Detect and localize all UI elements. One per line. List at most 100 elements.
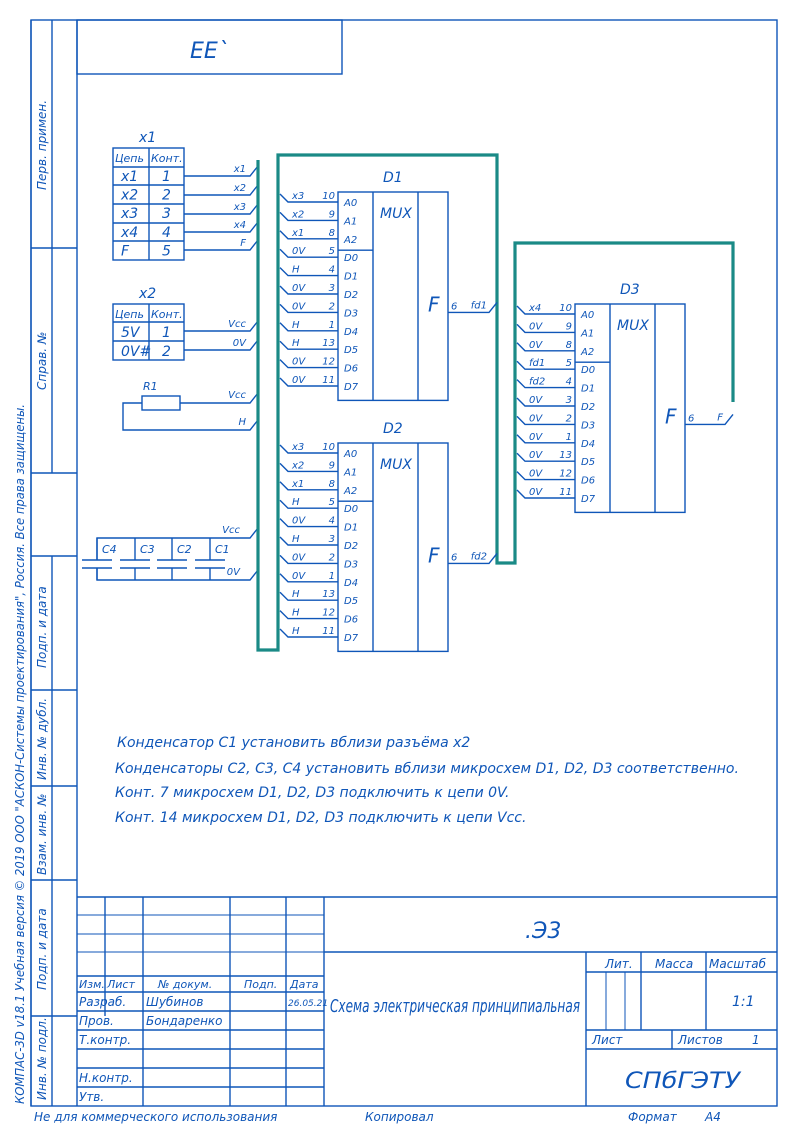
d1-input-wire [279, 267, 338, 277]
d2-output-wire [448, 552, 498, 565]
tb-role: Разраб. [79, 995, 126, 1009]
d2-pin-number: 4 [329, 516, 335, 527]
organization: СПбГЭТУ [625, 1069, 742, 1094]
d2-port-label: D4 [344, 578, 358, 589]
sheets-label: Листов [677, 1033, 723, 1047]
d3-input-wire [516, 342, 575, 352]
footer-left: Не для коммерческого использования [34, 1110, 277, 1124]
d3-output-wire [685, 413, 734, 426]
d1-port-label: D3 [344, 308, 358, 319]
d2-net-label: x1 [291, 479, 304, 490]
d3-pin-number: 4 [566, 377, 572, 388]
d2-input-wire [279, 591, 338, 601]
d1-port-label: D7 [344, 382, 359, 393]
side-copyright: КОМПАС-3D v18.1 Учебная версия © 2019 ОО… [13, 404, 27, 1104]
d1-net-label: x1 [291, 228, 304, 239]
d1-port-label: A0 [343, 198, 357, 209]
d3-out-net: F [717, 412, 723, 423]
d1-port-label: D2 [344, 290, 358, 301]
d1-input-wire [279, 285, 338, 295]
x1-row-pin: 1 [162, 169, 171, 185]
d1-port-label: A2 [343, 235, 357, 246]
d2-port-label: A2 [343, 486, 357, 497]
d2-pin-number: 13 [322, 589, 335, 600]
d1-pin-number: 9 [329, 209, 335, 220]
side-label-perv: Перв. примен. [35, 100, 49, 190]
d2-out-label: F [428, 544, 440, 568]
d1-input-wire [279, 193, 338, 203]
d1-net-label: H [292, 265, 300, 276]
side-labels: Перв. примен. Справ. № Подп. и дата Инв.… [13, 100, 49, 1104]
d1-name: D1 [383, 170, 403, 186]
d2-input-wire [279, 499, 338, 509]
d1-port-label: D1 [344, 272, 358, 283]
d3-pin-number: 12 [559, 469, 572, 480]
d2-port-label: D3 [344, 559, 358, 570]
d1-port-label: D0 [344, 253, 358, 264]
d2-port-label: A1 [343, 467, 357, 478]
d1-out-pin: 6 [451, 301, 457, 312]
d1-pin-number: 10 [322, 191, 335, 202]
d1-input-wire [279, 230, 338, 240]
d2-pin-number: 8 [329, 479, 335, 490]
d2-port-label: D6 [344, 615, 358, 626]
tb-date: 26.05.21 [288, 999, 328, 1009]
d2-input-wire [279, 518, 338, 528]
x1-title: x1 [138, 130, 156, 146]
r1-wire-label: H [238, 417, 246, 428]
x2-row-net: 5V [121, 325, 141, 341]
d2-out-net: fd2 [471, 551, 487, 562]
d1-pin-number: 5 [329, 246, 335, 257]
d3-input-wire [516, 379, 575, 389]
d1-output-wire [448, 301, 498, 314]
d3-pin-number: 9 [566, 321, 572, 332]
d2-net-label: H [292, 497, 300, 508]
d3-input-wire [516, 471, 575, 481]
d1-pin-number: 1 [329, 320, 335, 331]
x1-row-net: x2 [120, 188, 138, 204]
d2-out-pin: 6 [451, 552, 457, 563]
d1-port-label: D4 [344, 327, 358, 338]
x1-row-pin: 2 [162, 188, 171, 204]
d3-port-label: A1 [580, 328, 594, 339]
d2-net-label: H [292, 608, 300, 619]
d1-input-wire [279, 322, 338, 332]
d3-pin-number: 5 [566, 358, 572, 369]
tb-role: Т.контр. [79, 1033, 131, 1047]
d2-func: MUX [380, 457, 412, 473]
d3-out-pin: 6 [688, 413, 694, 424]
d3-out-label: F [665, 405, 677, 429]
side-label-sprav: Справ. № [35, 332, 49, 390]
d3-pin-number: 11 [559, 487, 572, 498]
x1-row-net: x3 [120, 206, 138, 222]
col-header-date: Дата [289, 978, 319, 991]
notes: Конденсатор С1 установить вблизи разъёма… [115, 735, 739, 826]
note-4: Конт. 14 микросхем D1, D2, D3 подключить… [115, 810, 526, 826]
d2-input-wire [279, 444, 338, 454]
d3-net-label: 0V [529, 450, 543, 461]
d2-input-wire [279, 462, 338, 473]
title-block [77, 896, 777, 1106]
note-2: Конденсаторы С2, С3, С4 установить вблиз… [115, 761, 739, 777]
d2-net-label: 0V [292, 516, 306, 527]
x2-row-net: 0V# [121, 344, 151, 360]
drawing-title: Схема электрическая принципиальная [330, 996, 580, 1017]
capacitor-name: C3 [140, 543, 155, 556]
x1-row-net: x1 [120, 169, 138, 185]
d1-net-label: 0V [292, 375, 306, 386]
d3-pin-number: 3 [566, 395, 572, 406]
d3-port-label: D5 [581, 457, 595, 468]
d1-pin-number: 3 [329, 283, 335, 294]
d3-net-label: x4 [528, 303, 541, 314]
d1-input-wire [279, 248, 338, 258]
side-label-inv: Инв. № подл. [35, 1017, 49, 1100]
d3-port-label: A0 [580, 310, 594, 321]
x1-row-pin: 5 [162, 243, 171, 259]
d2-port-label: D0 [344, 504, 358, 515]
d2-net-label: H [292, 589, 300, 600]
side-label-vzam: Взам. инв. № [35, 794, 49, 875]
